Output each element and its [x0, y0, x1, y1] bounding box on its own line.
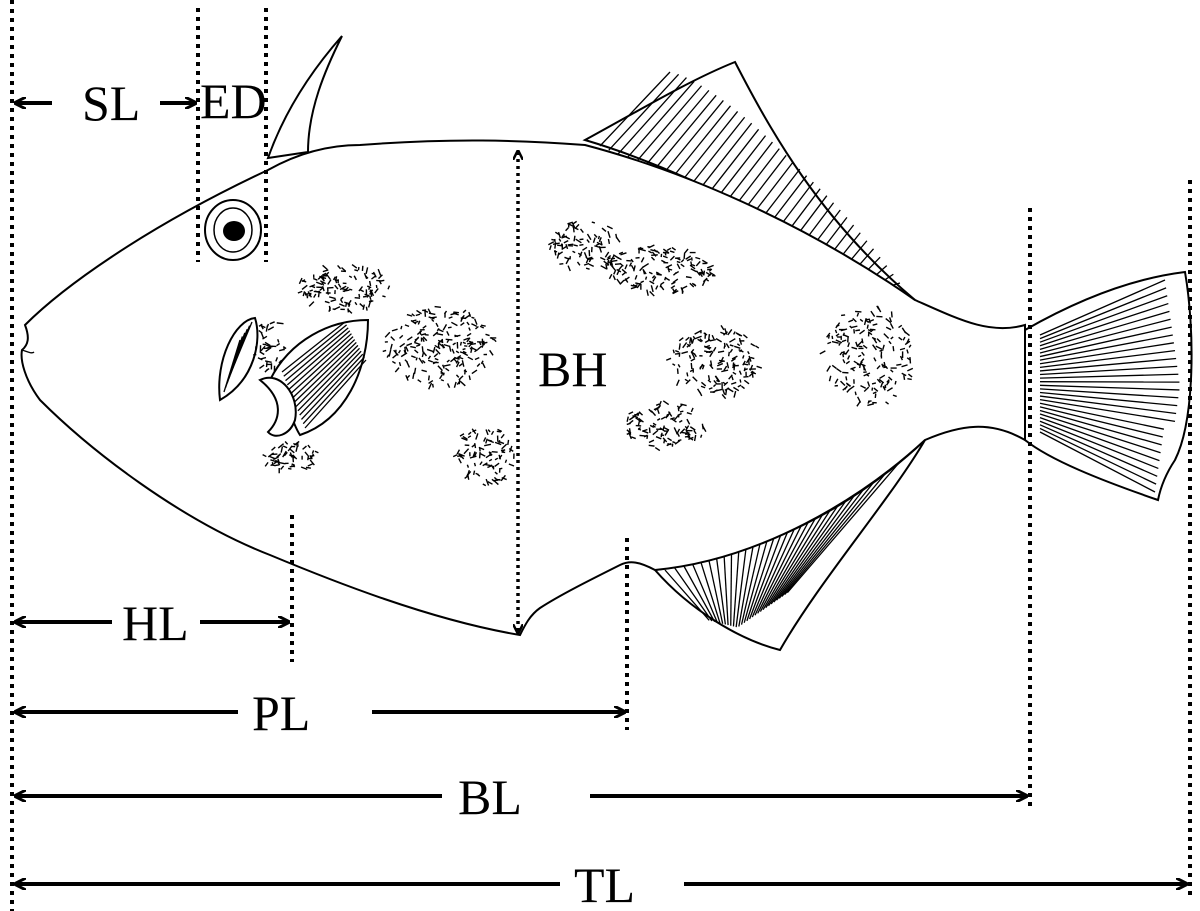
body-markings: [253, 220, 914, 487]
caudal-fin: [1024, 270, 1193, 502]
label-hl: HL: [122, 595, 189, 651]
label-sl: SL: [82, 75, 140, 131]
pectoral-fin: [218, 316, 370, 437]
fish-body: [20, 139, 1026, 637]
eye: [204, 199, 262, 261]
label-bh: BH: [538, 341, 607, 397]
measurement-guides: [10, 0, 1192, 911]
label-tl: TL: [574, 857, 635, 911]
label-pl: PL: [252, 685, 310, 741]
label-bl: BL: [458, 769, 522, 825]
label-ed: ED: [200, 73, 267, 129]
dorsal-spine: [266, 35, 343, 160]
second-dorsal-fin: [582, 60, 916, 301]
dimension-arrows: [16, 103, 1186, 884]
